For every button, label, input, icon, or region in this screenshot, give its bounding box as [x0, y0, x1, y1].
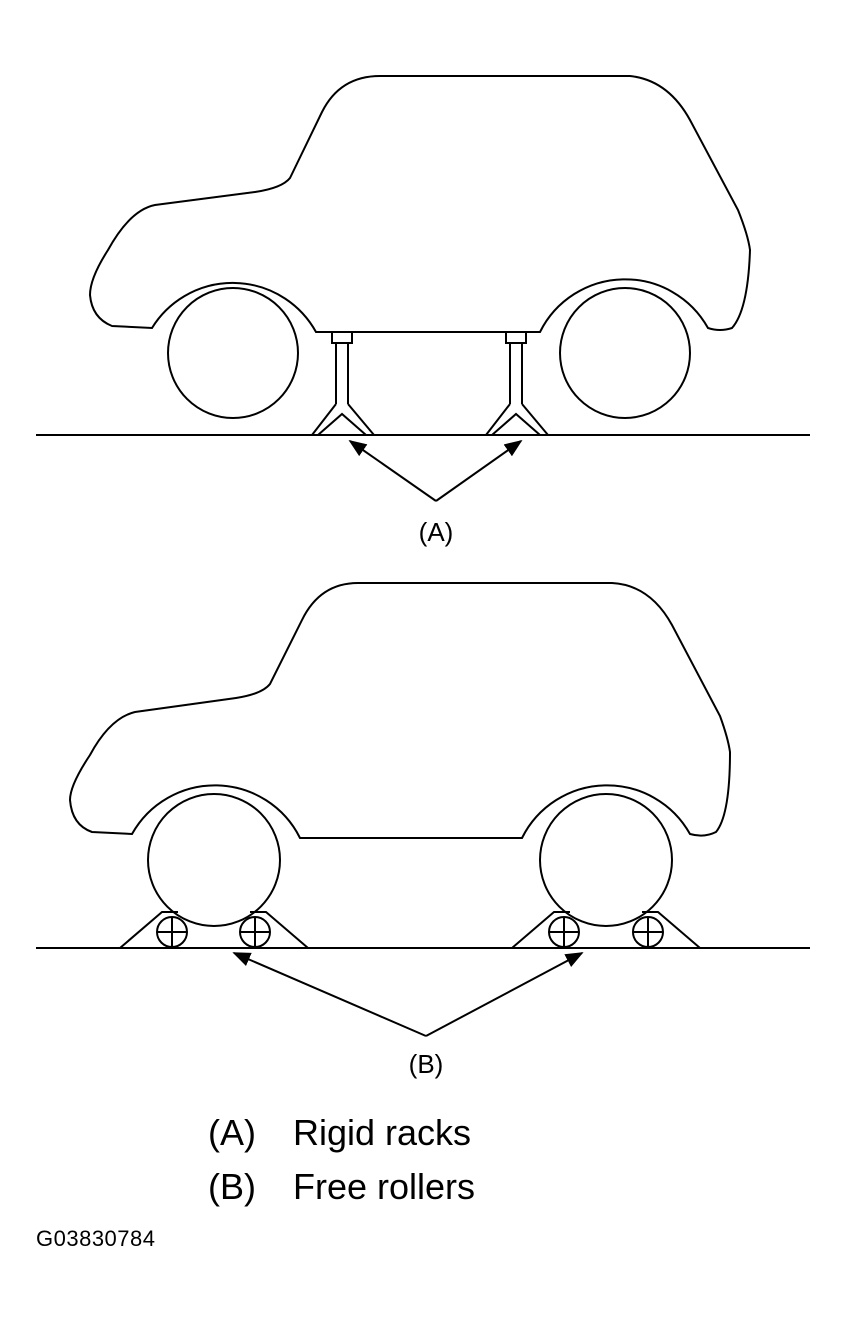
wheel-bottom-front: [147, 793, 281, 927]
callout-b-arrow-right: [425, 952, 584, 1037]
callout-a-arrow-left: [348, 439, 437, 502]
vehicle-body-top: [88, 75, 752, 333]
legend-key-b: (B): [208, 1166, 256, 1207]
wheel-top-rear: [559, 287, 691, 419]
legend-row-a: (A) Rigid racks: [208, 1106, 475, 1160]
callout-a-label: (A): [419, 517, 454, 547]
legend-row-b: (B) Free rollers: [208, 1160, 475, 1214]
rigid-rack-rear: [485, 331, 549, 436]
legend-label-a: Rigid racks: [293, 1112, 472, 1153]
legend: (A) Rigid racks (B) Free rollers: [208, 1106, 475, 1214]
wheel-bottom-rear: [539, 793, 673, 927]
legend-label-b: Free rollers: [293, 1166, 476, 1207]
top-figure-rigid-racks: [36, 75, 810, 502]
vehicle-body-bottom: [68, 582, 732, 839]
callout-b-label: (B): [409, 1049, 444, 1079]
legend-key-a: (A): [208, 1112, 256, 1153]
bottom-figure-free-rollers: [36, 582, 810, 1037]
figure-code: G03830784: [36, 1226, 156, 1251]
free-roller-front: [119, 911, 309, 949]
callout-a-arrow-right: [435, 439, 523, 502]
callout-b-arrow-left: [232, 952, 427, 1037]
wheel-top-front: [167, 287, 299, 419]
free-roller-rear: [511, 911, 701, 949]
rigid-rack-front: [311, 331, 375, 436]
